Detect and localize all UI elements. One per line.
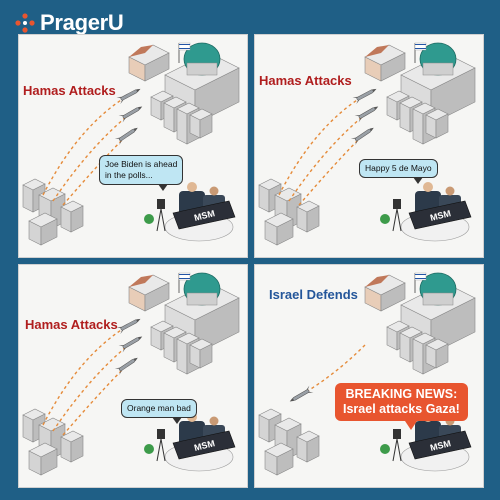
rocket-icon — [118, 336, 143, 353]
israel-flag-icon — [178, 272, 191, 281]
rocket-trail — [298, 134, 364, 206]
rocket-icon — [114, 357, 138, 376]
camera-icon — [393, 199, 401, 209]
msm-news-desk: MSM — [380, 412, 472, 472]
plant-icon — [380, 444, 390, 454]
rocket-trail — [288, 112, 368, 202]
panel-scene: MSM — [22, 42, 240, 246]
prageru-logo: PragerU — [14, 10, 124, 36]
gaza-buildings — [258, 178, 320, 246]
rocket-icon — [289, 385, 314, 402]
speech-bubble: Happy 5 de Mayo — [359, 159, 438, 184]
desk-label: MSM — [193, 438, 216, 453]
panel-headline: Hamas Attacks — [259, 73, 352, 88]
houses — [364, 44, 406, 82]
city-blocks — [150, 90, 213, 145]
panel-headline: Israel Defends — [269, 287, 358, 302]
city-blocks — [386, 320, 449, 375]
israel-flag-icon — [414, 272, 427, 281]
prageru-star-icon — [15, 13, 35, 33]
comic-panel-3: MSM Hamas Attacks Orange man bad — [18, 264, 248, 488]
brand-name: PragerU — [40, 10, 124, 35]
camera-icon — [393, 429, 401, 439]
panel-headline: Hamas Attacks — [23, 83, 116, 98]
houses — [364, 274, 406, 312]
rocket-icon — [354, 106, 379, 123]
rocket-trail — [52, 112, 132, 202]
desk-label: MSM — [429, 208, 452, 223]
gaza-buildings — [22, 408, 84, 476]
panel-scene: MSM — [258, 272, 476, 476]
gaza-buildings — [258, 408, 320, 476]
camera-icon — [157, 199, 165, 209]
rocket-trail — [52, 342, 132, 432]
plant-icon — [144, 214, 154, 224]
bubble-text: Happy 5 de Mayo — [365, 163, 432, 173]
msm-news-desk: MSM — [144, 182, 236, 242]
rocket-trail — [62, 364, 128, 436]
panel-scene: MSM — [22, 272, 240, 476]
israel-flag-icon — [414, 42, 427, 51]
rocket-trail — [42, 324, 130, 426]
bubble-text: BREAKING NEWS:Israel attacks Gaza! — [343, 387, 460, 416]
breaking-news-bubble: BREAKING NEWS:Israel attacks Gaza! — [335, 383, 468, 430]
rocket-icon — [352, 88, 377, 105]
rocket-icon — [350, 127, 374, 146]
rocket-trail — [42, 94, 130, 196]
city-blocks — [386, 90, 449, 145]
comic-panel-4: MSM Israel Defends BREAKING NEWS:Israel … — [254, 264, 484, 488]
plant-icon — [144, 444, 154, 454]
msm-news-desk: MSM — [144, 412, 236, 472]
gaza-buildings — [22, 178, 84, 246]
israel-flag-icon — [178, 42, 191, 51]
msm-news-desk: MSM — [380, 182, 472, 242]
rocket-icon — [118, 106, 143, 123]
rocket-icon — [116, 318, 141, 335]
desk-label: MSM — [429, 438, 452, 453]
panel-scene: MSM — [258, 42, 476, 246]
bubble-text: Orange man bad — [127, 403, 191, 413]
rocket-trail — [278, 94, 366, 196]
camera-icon — [157, 429, 165, 439]
plant-icon — [380, 214, 390, 224]
city-blocks — [150, 320, 213, 375]
desk-label: MSM — [193, 208, 216, 223]
panel-headline: Hamas Attacks — [25, 317, 118, 332]
houses — [128, 274, 170, 312]
houses — [128, 44, 170, 82]
speech-bubble: Orange man bad — [121, 399, 197, 424]
comic-panel-2: MSM Hamas Attacks Happy 5 de Mayo — [254, 34, 484, 258]
rocket-icon — [114, 127, 138, 146]
